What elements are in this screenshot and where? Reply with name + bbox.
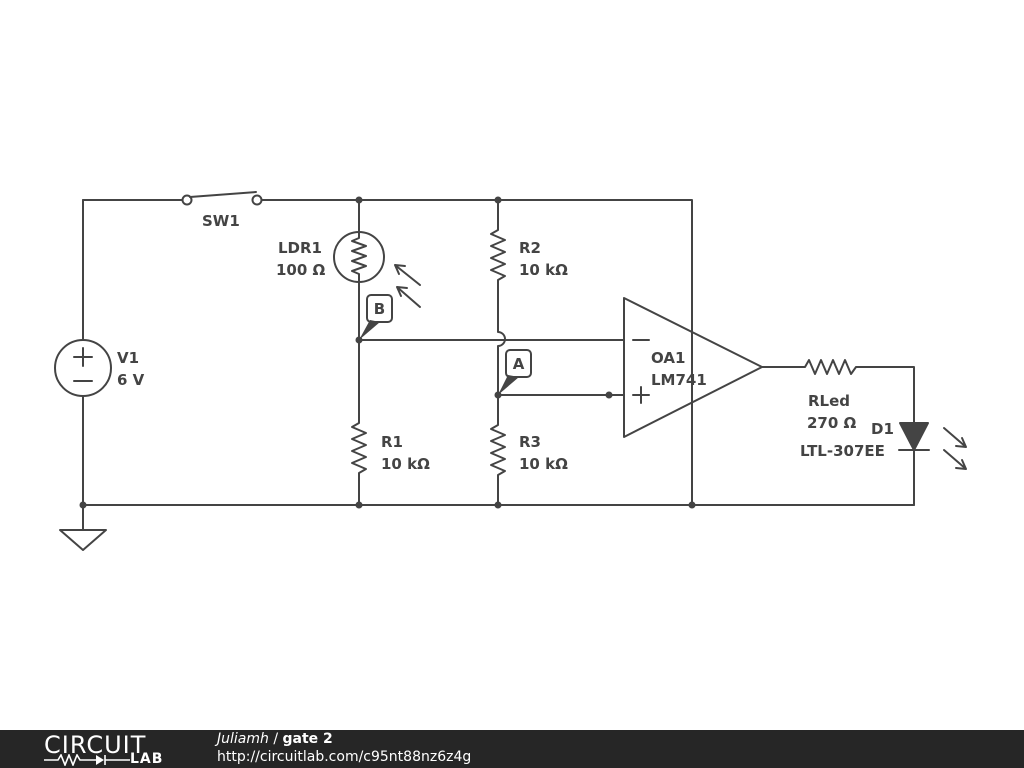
resistor-rled[interactable]: RLed 270 Ω — [799, 359, 863, 432]
ground-symbol — [59, 529, 107, 551]
probe-pointer-icon — [359, 320, 380, 340]
ldr1-name-label: LDR1 — [278, 239, 322, 257]
probe-a[interactable]: A — [498, 349, 532, 395]
led-triangle-icon — [899, 422, 929, 451]
ldr-ldr1[interactable]: LDR1 100 Ω — [276, 231, 421, 308]
junction-dot — [605, 391, 613, 399]
switch-contact-icon — [181, 194, 193, 206]
v1-name-label: V1 — [117, 349, 139, 367]
circuitlab-logo[interactable]: CIRCUIT LAB — [40, 731, 180, 767]
circuit-schematic: SW1 V1 6 V LDR1 100 Ω R2 10 kΩ R1 10 kΩ … — [54, 191, 967, 551]
light-arrow-icon — [394, 264, 421, 286]
oa1-name-label: OA1 — [651, 349, 685, 367]
switch-lever-icon — [189, 191, 257, 198]
ldr1-value-label: 100 Ω — [276, 261, 326, 279]
voltage-source-icon — [54, 339, 112, 397]
light-arrow-icon — [396, 286, 421, 308]
r1-value-label: 10 kΩ — [381, 455, 430, 473]
resistor-r1[interactable]: R1 10 kΩ — [351, 417, 430, 481]
ldr-resistor-zigzag-icon — [351, 231, 367, 283]
plus-sign-icon — [73, 347, 93, 367]
opamp-triangle-icon — [623, 297, 763, 438]
r3-name-label: R3 — [519, 433, 541, 451]
probe-tag — [505, 349, 532, 378]
probe-b-label: B — [374, 300, 385, 318]
switch-sw1[interactable]: SW1 — [181, 191, 263, 230]
resistor-zigzag-icon — [351, 417, 367, 481]
author-link[interactable]: Juliamh — [217, 731, 269, 747]
r2-value-label: 10 kΩ — [519, 261, 568, 279]
v1-value-label: 6 V — [117, 371, 145, 389]
d1-value-label: LTL-307EE — [800, 442, 885, 460]
resistor-r3[interactable]: R3 10 kΩ — [490, 419, 568, 481]
rled-name-label: RLed — [808, 392, 850, 410]
rled-value-label: 270 Ω — [807, 414, 857, 432]
d1-name-label: D1 — [871, 420, 894, 438]
ground-icon — [59, 529, 107, 551]
junction-dot — [688, 501, 696, 509]
switch-contact-icon — [251, 194, 263, 206]
logo-resistor-diode-icon — [44, 754, 130, 766]
circuit-title[interactable]: gate 2 — [282, 731, 333, 747]
resistor-r2[interactable]: R2 10 kΩ — [490, 224, 568, 288]
probe-b[interactable]: B — [359, 294, 393, 340]
junction-dot — [494, 196, 502, 204]
resistor-zigzag-icon — [799, 359, 863, 375]
r3-value-label: 10 kΩ — [519, 455, 568, 473]
r1-name-label: R1 — [381, 433, 403, 451]
circuit-url-link[interactable]: http://circuitlab.com/c95nt88nz6z4g — [217, 749, 472, 765]
junction-dot — [355, 501, 363, 509]
wire-output — [761, 366, 915, 506]
led-d1[interactable]: D1 LTL-307EE — [800, 420, 967, 470]
resistor-zigzag-icon — [490, 224, 506, 288]
junction-dot — [79, 501, 87, 509]
sw1-label: SW1 — [202, 212, 240, 230]
logo-word-bottom: LAB — [130, 751, 164, 767]
noninverting-input-sign-icon — [632, 386, 650, 404]
opamp-oa1[interactable]: OA1 LM741 — [623, 297, 763, 438]
footer-bar: CIRCUIT LAB Juliamh / gate 2 http://circ… — [0, 730, 1024, 768]
probe-pointer-icon — [498, 375, 519, 395]
credit-separator: / — [268, 731, 283, 747]
voltage-source-v1[interactable]: V1 6 V — [54, 339, 145, 397]
resistor-zigzag-icon — [490, 419, 506, 481]
junction-dot — [355, 196, 363, 204]
emission-arrow-icon — [943, 449, 967, 470]
circuit-credit: Juliamh / gate 2 — [217, 731, 333, 747]
emission-arrow-icon — [943, 427, 967, 448]
probe-tag — [366, 294, 393, 323]
oa1-value-label: LM741 — [651, 371, 707, 389]
junction-dot — [494, 501, 502, 509]
r2-name-label: R2 — [519, 239, 541, 257]
probe-a-label: A — [513, 355, 525, 373]
